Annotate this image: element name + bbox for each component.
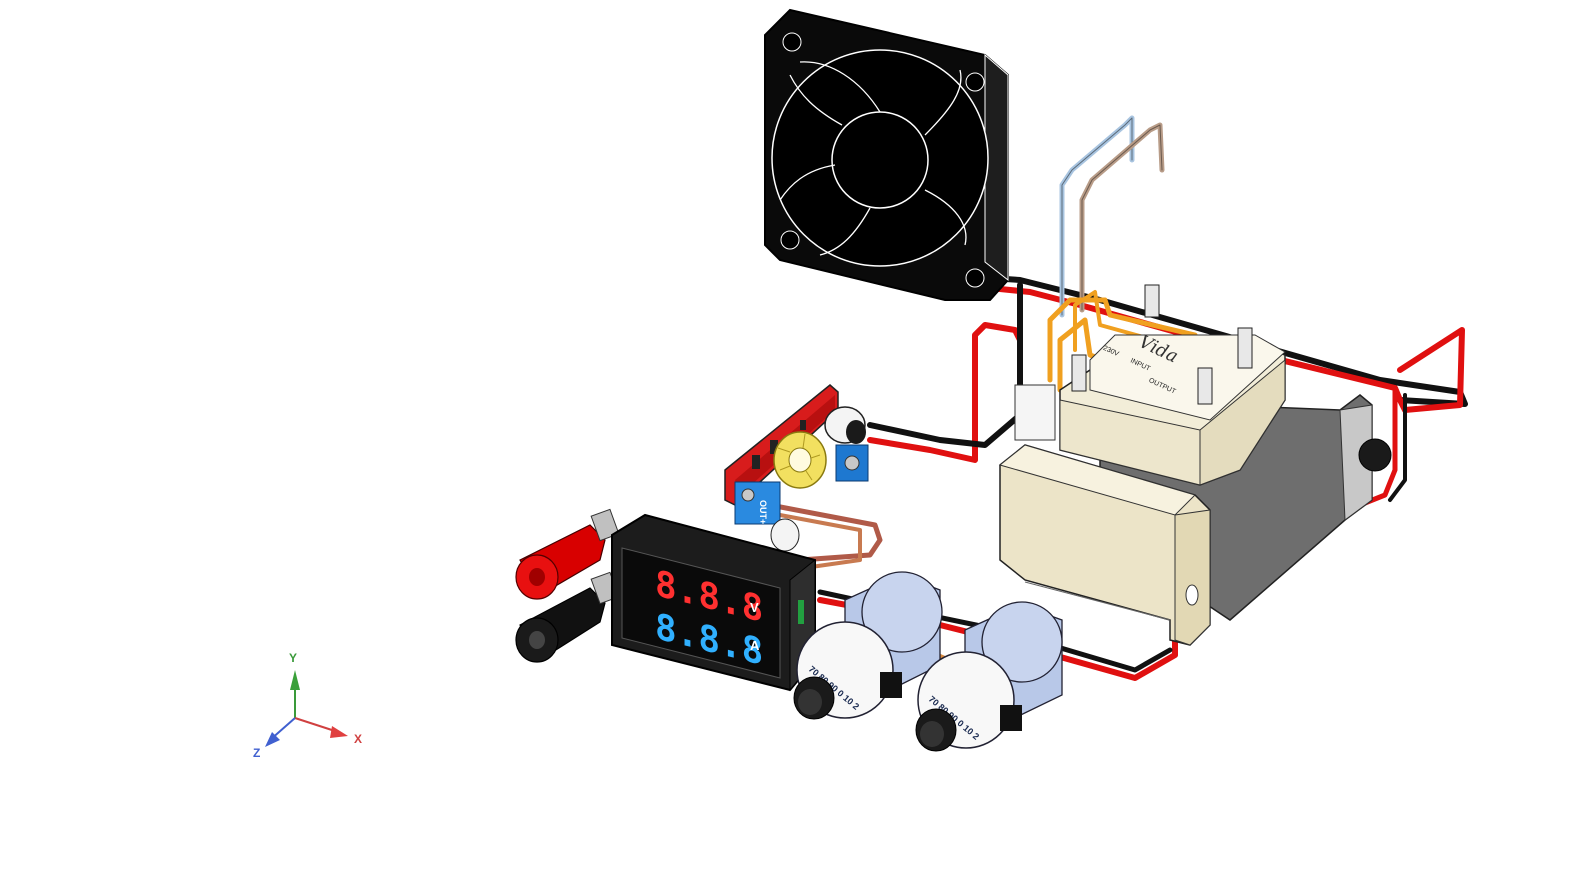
fan-screw-br bbox=[965, 268, 985, 288]
axis-triad: Y X Z bbox=[253, 651, 362, 760]
relay-terminal-4 bbox=[1197, 367, 1213, 405]
potentiometer-2: 70 80 90 0 10 2 bbox=[915, 601, 1063, 752]
pcb-capacitor bbox=[824, 406, 866, 444]
z-axis-label: Z bbox=[253, 746, 260, 760]
x-axis-line bbox=[294, 717, 339, 733]
fan-screw-tl bbox=[782, 32, 802, 52]
x-axis-label: X bbox=[354, 732, 362, 746]
brown-wire-meter-2 bbox=[778, 513, 862, 572]
orange-wire-a bbox=[1047, 297, 1198, 383]
meter-unit-a: A bbox=[750, 638, 760, 653]
cooling-fan bbox=[764, 8, 1009, 301]
pcb-components bbox=[752, 420, 806, 469]
fan-blades bbox=[779, 61, 967, 256]
meter-unit-v: V bbox=[750, 600, 759, 615]
mount-hole bbox=[1185, 584, 1199, 606]
brown-wire-meter bbox=[767, 502, 883, 563]
black-wire-right bbox=[1388, 393, 1407, 502]
relay-terminal-1 bbox=[1144, 284, 1160, 318]
meter-face bbox=[621, 547, 781, 679]
relay-terminal-3 bbox=[1071, 354, 1087, 392]
y-axis-label: Y bbox=[289, 651, 297, 665]
transformer-knob bbox=[1358, 438, 1392, 472]
black-wire-pcb bbox=[867, 282, 1023, 448]
volt-amp-meter: 8.8.8 8.8.8 V A bbox=[611, 513, 816, 692]
transformer-core-side bbox=[1339, 404, 1373, 521]
binding-post-black bbox=[515, 571, 620, 663]
potentiometer-1: 70 80 90 0 10 2 bbox=[793, 571, 943, 720]
pcb-capacitor-2 bbox=[770, 518, 800, 552]
orange-wire-c bbox=[1073, 290, 1192, 352]
fan-hub bbox=[831, 111, 929, 209]
z-axis-arrow bbox=[265, 732, 280, 747]
fan-screw-bl bbox=[780, 230, 800, 250]
y-axis-arrow bbox=[290, 670, 300, 690]
relay-top bbox=[1089, 334, 1286, 421]
terminal-label: OUT+ bbox=[758, 500, 768, 524]
relay-side bbox=[1199, 358, 1286, 486]
bobbin-seam bbox=[1024, 581, 1171, 621]
buck-converter-pcb: OUT+ bbox=[724, 384, 869, 552]
blue-probe-wire-outline bbox=[1061, 117, 1133, 316]
relay-mount-block bbox=[1014, 384, 1056, 441]
relay-terminal-2 bbox=[1237, 327, 1253, 369]
x-axis-arrow bbox=[330, 726, 348, 738]
pcb-inductor bbox=[773, 431, 827, 489]
meter-green-led bbox=[798, 600, 804, 624]
screw-terminal-out: OUT+ bbox=[734, 481, 781, 525]
transformer-bobbin-top bbox=[998, 444, 1196, 516]
transformer-bobbin-flange bbox=[1174, 509, 1211, 646]
solid-state-relay: Vida 230V INPUT OUTPUT bbox=[1014, 284, 1286, 486]
fan-screw-tr bbox=[965, 72, 985, 92]
tan-probe-wire-outline bbox=[1081, 124, 1163, 311]
binding-post-red bbox=[515, 508, 620, 600]
blue-probe-wire bbox=[1059, 115, 1135, 318]
fan-frame-edge bbox=[984, 53, 1009, 282]
screw-terminal-in bbox=[835, 444, 869, 482]
